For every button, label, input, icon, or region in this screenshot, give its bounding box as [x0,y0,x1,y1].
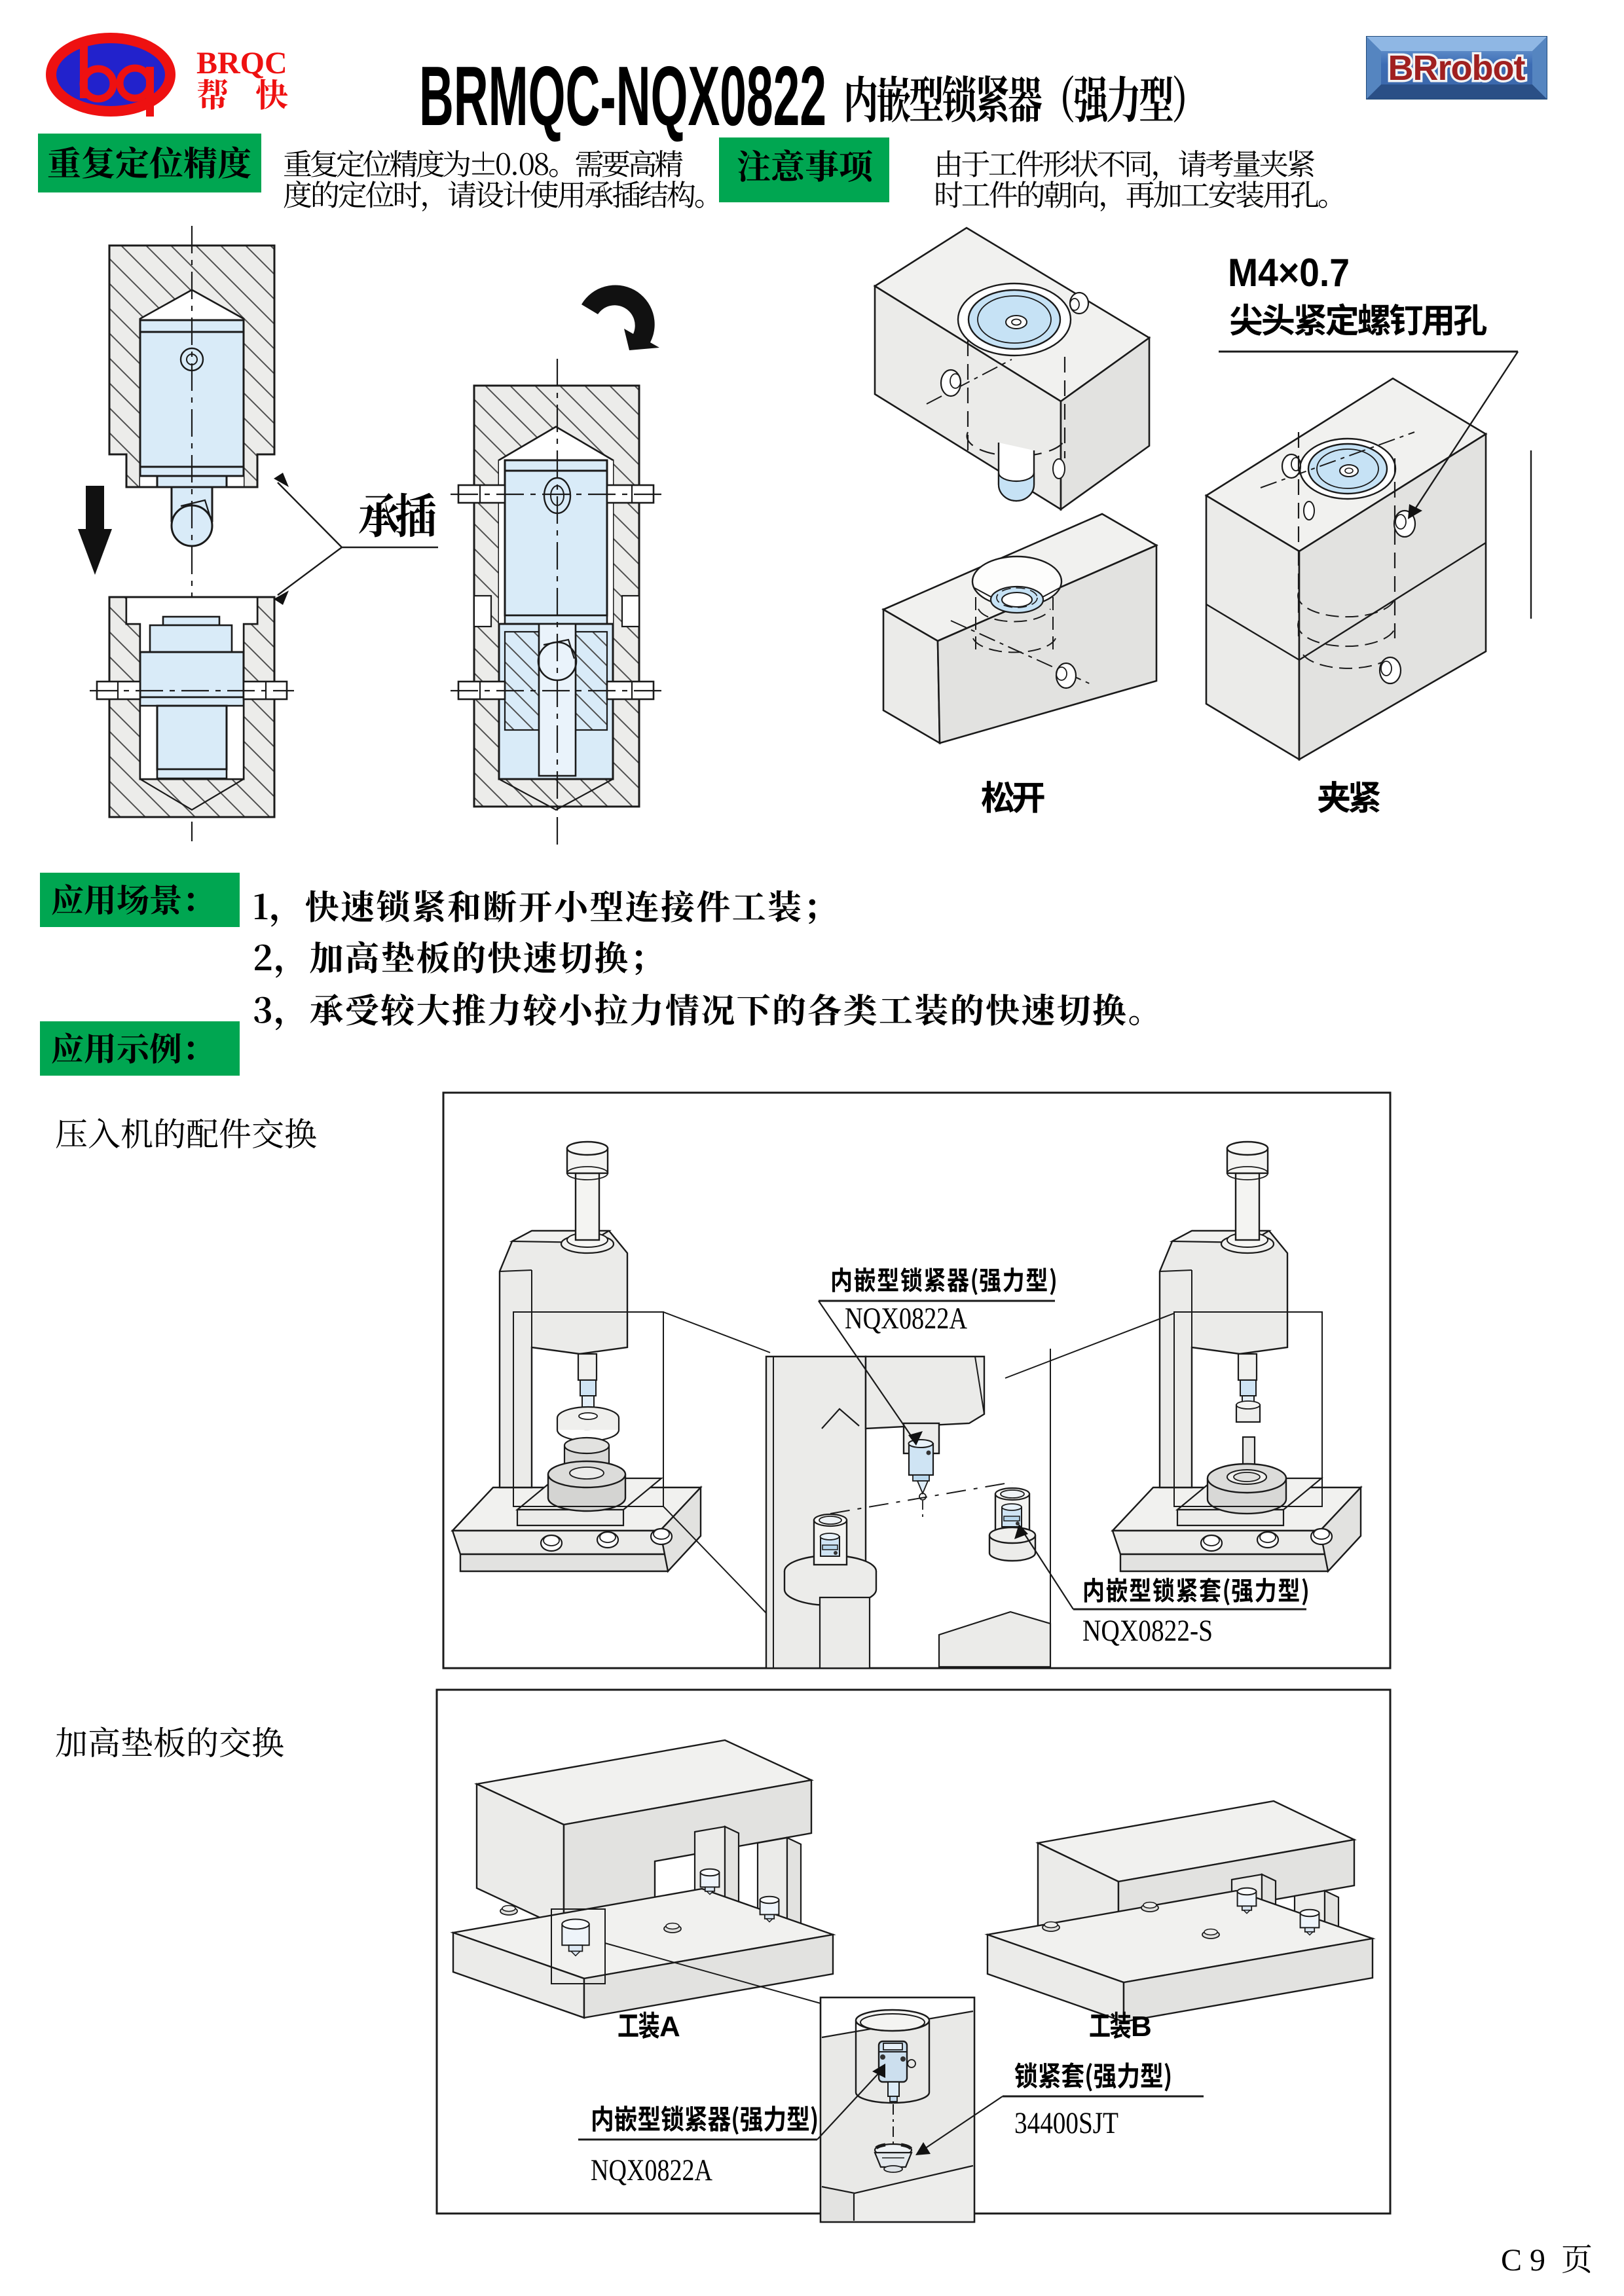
svg-text:BRrobot: BRrobot [1388,48,1526,88]
svg-text:M4×0.7: M4×0.7 [1228,251,1350,295]
svg-text:NQX0822-S: NQX0822-S [1082,1614,1213,1648]
svg-text:BRQC: BRQC [196,46,287,81]
svg-text:C 9: C 9 [1501,2243,1545,2278]
svg-text:NQX0822A: NQX0822A [845,1302,967,1336]
svg-text:34400SJT: 34400SJT [1014,2106,1118,2140]
svg-text:B: B [1131,2011,1152,2043]
svg-text:NQX0822A: NQX0822A [591,2153,712,2187]
svg-text:A: A [659,2011,680,2043]
svg-text:BRMQC-NQX0822: BRMQC-NQX0822 [419,49,826,143]
